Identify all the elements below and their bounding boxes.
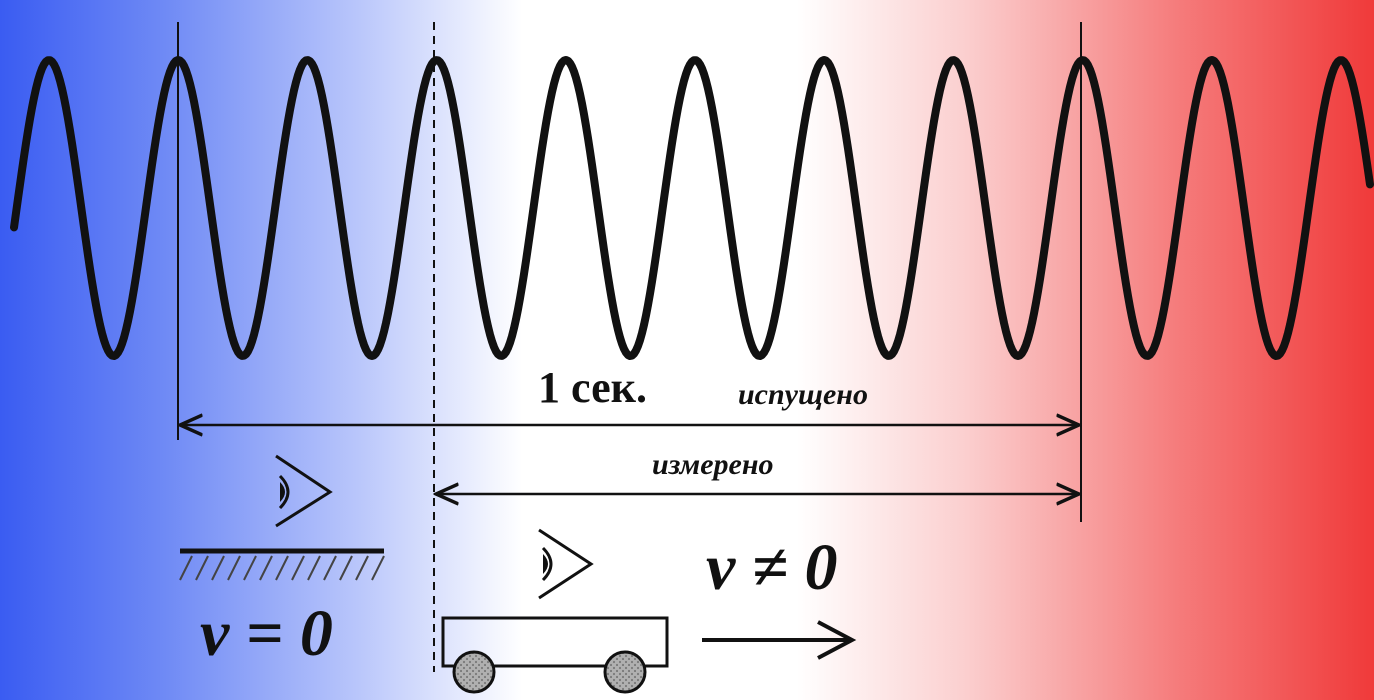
wheel-icon xyxy=(452,650,496,694)
ground xyxy=(179,548,385,581)
duration-label: 1 сек. xyxy=(538,363,647,412)
measured-label: измерено xyxy=(652,448,774,481)
wheel-icon xyxy=(603,650,647,694)
sound-wave xyxy=(10,56,1374,360)
observer-at-rest-label: v = 0 xyxy=(200,597,333,670)
observer-moving-label: v ≠ 0 xyxy=(706,531,838,604)
eye-icon xyxy=(538,528,594,600)
cart xyxy=(441,616,669,694)
arrow-right-icon xyxy=(702,620,857,660)
eye-icon xyxy=(275,454,333,528)
ground-hatch xyxy=(179,555,385,581)
emitted-label: испущено xyxy=(738,378,868,411)
